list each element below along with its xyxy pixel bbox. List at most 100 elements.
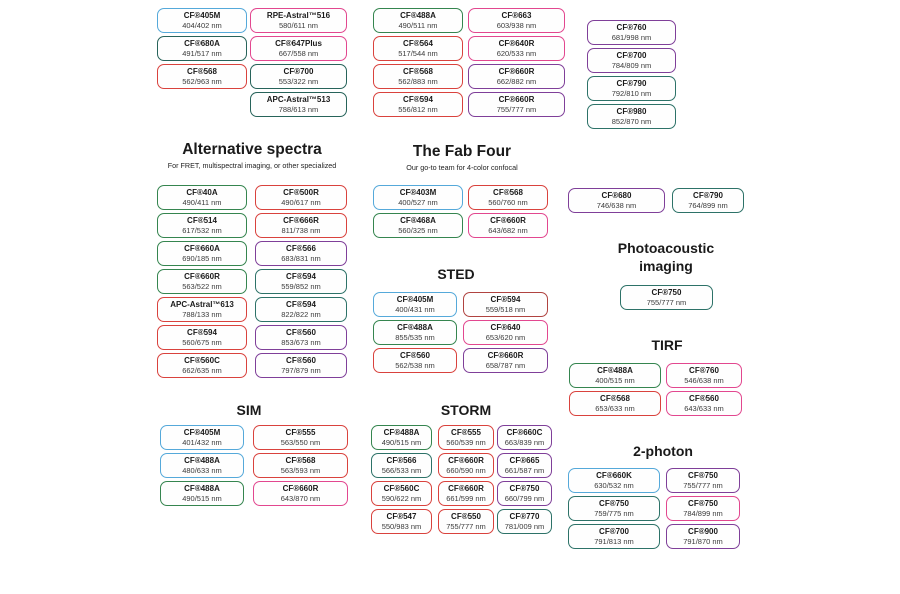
dye-name: CF®647Plus bbox=[275, 39, 322, 49]
dye-name: CF®566 bbox=[386, 456, 417, 466]
dye-name: CF®660R bbox=[498, 95, 535, 105]
dye-name: CF®514 bbox=[187, 216, 217, 226]
dye-name: CF®488A bbox=[597, 366, 633, 376]
dye-name: CF®555 bbox=[451, 428, 481, 438]
dye-excitation-emission: 563/550 nm bbox=[280, 437, 321, 447]
dye-name: APC-Astral™613 bbox=[170, 300, 234, 310]
dye-excitation-emission: 852/870 nm bbox=[611, 116, 652, 126]
dye-excitation-emission: 490/411 nm bbox=[182, 197, 222, 207]
dye-name: CF®750 bbox=[599, 499, 629, 509]
dye-excitation-emission: 401/432 nm bbox=[182, 437, 222, 447]
dye-name: CF®403M bbox=[399, 188, 437, 198]
dye-name: CF®660K bbox=[596, 471, 632, 481]
dye-name: CF®488A bbox=[400, 11, 436, 21]
dye-excitation-emission: 580/611 nm bbox=[278, 20, 319, 30]
dye-excitation-emission: 660/590 nm bbox=[446, 465, 486, 475]
dye-name: CF®750 bbox=[509, 484, 540, 494]
dye-name: CF®900 bbox=[688, 527, 718, 537]
dye-excitation-emission: 490/515 nm bbox=[182, 493, 222, 503]
dye-name: CF®660R bbox=[448, 484, 484, 494]
dye-name: CF®980 bbox=[616, 107, 647, 117]
dye-name: CF®568 bbox=[285, 456, 316, 466]
dye-excitation-emission: 563/593 nm bbox=[280, 465, 321, 475]
dye-excitation-emission: 784/809 nm bbox=[611, 60, 652, 70]
dye-name: CF®700 bbox=[283, 67, 314, 77]
dye-excitation-emission: 517/544 nm bbox=[398, 48, 438, 58]
dye-name: CF®560C bbox=[383, 484, 420, 494]
dye-excitation-emission: 400/527 nm bbox=[398, 197, 438, 207]
fab-four-heading: The Fab Four bbox=[412, 143, 512, 160]
dye-excitation-emission: 792/810 nm bbox=[611, 88, 652, 98]
dye-excitation-emission: 404/402 nm bbox=[182, 20, 222, 30]
dye-excitation-emission: 661/587 nm bbox=[504, 465, 545, 475]
dye-name: CF®700 bbox=[599, 527, 629, 537]
sted-heading: STED bbox=[437, 266, 475, 282]
dye-name: CF®660A bbox=[184, 244, 220, 254]
dye-name: CF®680A bbox=[184, 39, 220, 49]
dye-excitation-emission: 590/622 nm bbox=[381, 493, 422, 503]
dye-name: CF®660R bbox=[490, 216, 526, 226]
dye-name: CF®640R bbox=[498, 39, 535, 49]
dye-name: CF®560 bbox=[286, 328, 316, 338]
dye-name: CF®660R bbox=[184, 272, 220, 282]
dye-excitation-emission: 620/533 nm bbox=[496, 48, 537, 58]
dye-name: CF®568 bbox=[187, 67, 217, 77]
dye-name: CF®488A bbox=[397, 323, 433, 333]
dye-excitation-emission: 811/738 nm bbox=[281, 225, 321, 235]
dye-name: CF®594 bbox=[286, 272, 316, 282]
dye-excitation-emission: 822/822 nm bbox=[281, 309, 321, 319]
dye-name: CF®560 bbox=[400, 351, 430, 361]
dye-excitation-emission: 662/635 nm bbox=[182, 365, 222, 375]
dye-excitation-emission: 667/558 nm bbox=[278, 48, 319, 58]
